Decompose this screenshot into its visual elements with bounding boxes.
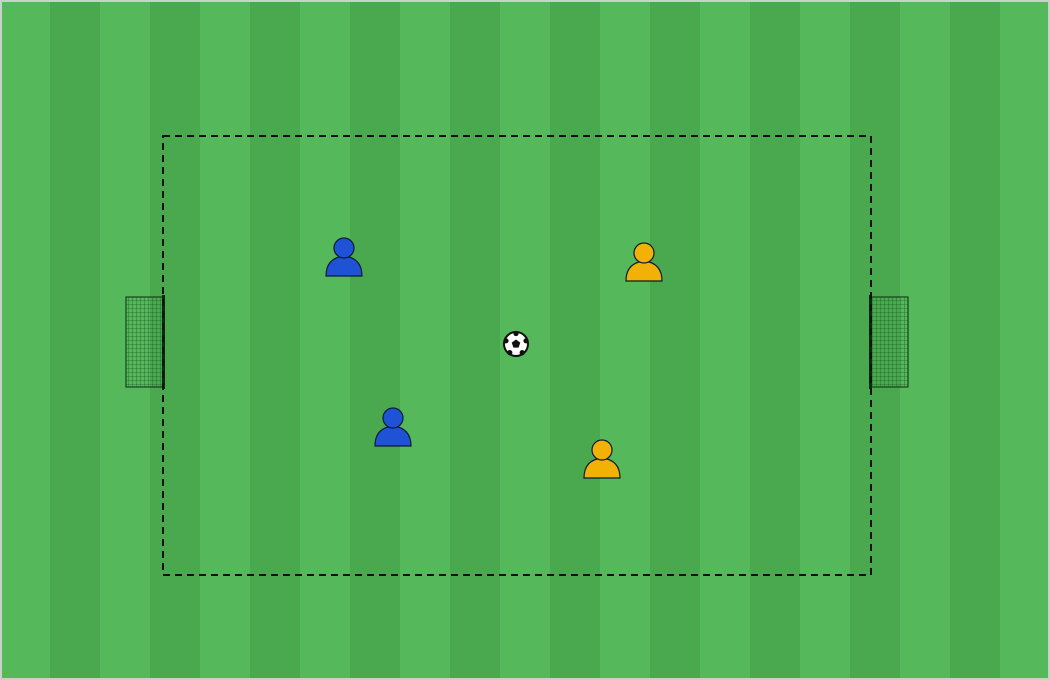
ball-edge-patch [519, 350, 525, 356]
pitch-stripe [250, 0, 301, 680]
yellow-player-1[interactable] [625, 242, 663, 282]
goal-left [125, 295, 165, 389]
pitch-stripe [550, 0, 601, 680]
player-head [382, 407, 404, 429]
pitch-stripe [50, 0, 101, 680]
pitch-stripe [950, 0, 1001, 680]
ball-edge-patch [503, 338, 509, 344]
goal-left-net [125, 296, 165, 388]
player-head [591, 439, 613, 461]
playing-zone-boundary [162, 135, 872, 576]
pitch-stripe [450, 0, 501, 680]
pitch-stripe [400, 0, 451, 680]
soccer-ball-icon[interactable] [503, 330, 529, 357]
pitch-stripe [650, 0, 701, 680]
pitch-stripe [1000, 0, 1050, 680]
ball-edge-patch [513, 330, 519, 337]
pitch-stripe [800, 0, 851, 680]
player-head [633, 242, 655, 264]
pitch-stripe [300, 0, 351, 680]
ball-center-patch [511, 339, 521, 348]
pitch-stripe [600, 0, 651, 680]
player-head [333, 237, 355, 259]
pitch-stripe [700, 0, 751, 680]
goal-right [869, 295, 909, 389]
blue-player-2[interactable] [374, 407, 412, 447]
pitch-stripe [350, 0, 401, 680]
blue-player-1[interactable] [325, 237, 363, 277]
ball-edge-patch [523, 338, 529, 344]
yellow-player-2[interactable] [583, 439, 621, 479]
goal-right-net [870, 296, 909, 388]
pitch-stripe [200, 0, 251, 680]
pitch-stripe [750, 0, 801, 680]
ball-edge-patch [507, 350, 513, 356]
pitch-stripe [0, 0, 51, 680]
